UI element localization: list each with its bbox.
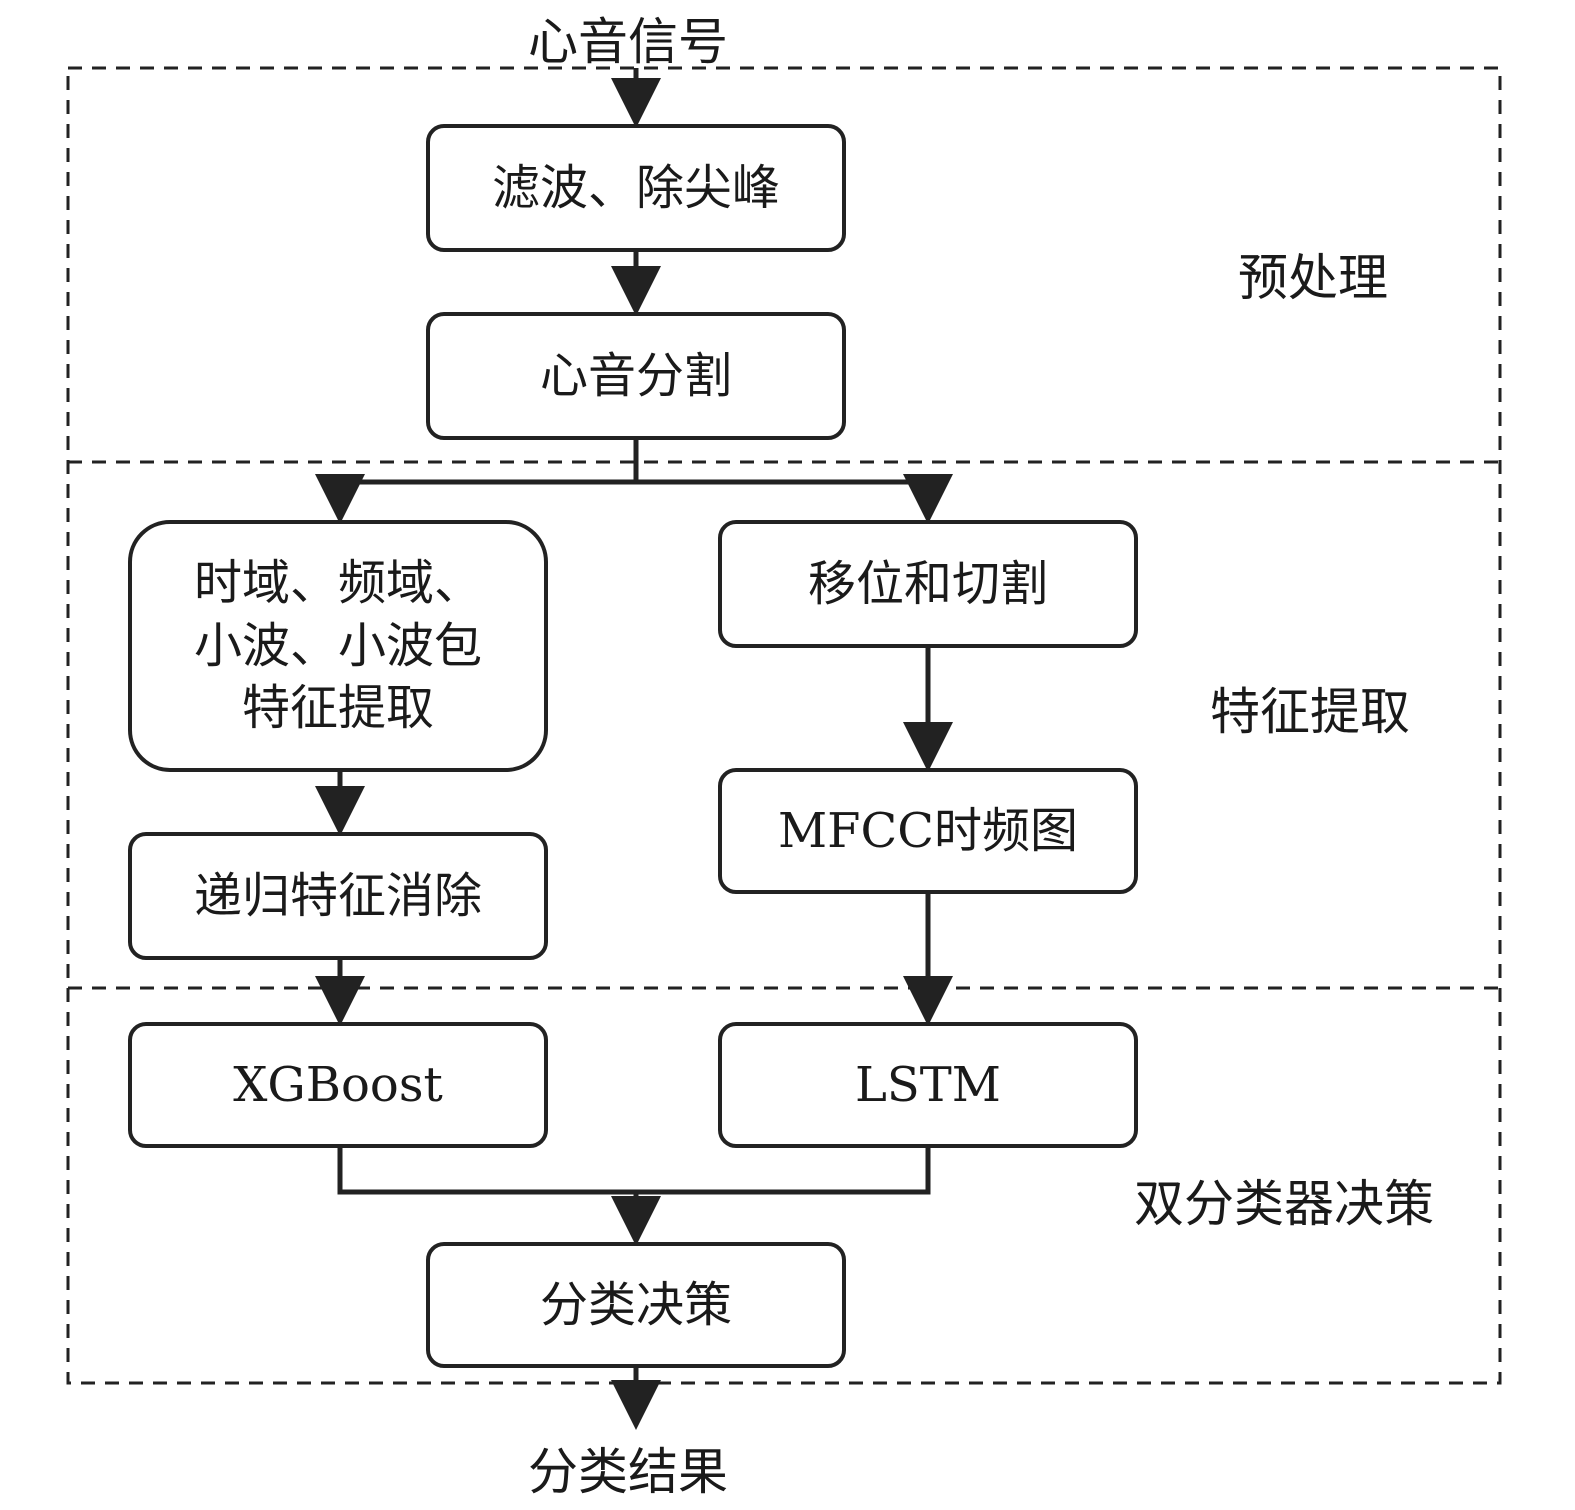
- lstm-node-label: LSTM: [855, 1056, 1001, 1113]
- rfe-node-label: 递归特征消除: [193, 867, 482, 924]
- xgboost-node-label: XGBoost: [233, 1056, 443, 1113]
- split-line-right: [636, 474, 953, 524]
- decide-node-label: 分类决策: [539, 1276, 732, 1333]
- split-line: [315, 438, 639, 524]
- mfcc-node: MFCC时频图: [718, 768, 1138, 894]
- segment-node-label: 心音分割: [539, 347, 732, 404]
- shift-node: 移位和切割: [718, 520, 1138, 648]
- rfe-node: 递归特征消除: [128, 832, 548, 960]
- features-line-1: 时域、频域、: [193, 555, 482, 612]
- connectors: [315, 68, 953, 1430]
- filter-node-label: 滤波、除尖峰: [491, 159, 780, 216]
- segment-node: 心音分割: [426, 312, 846, 440]
- features-line-2: 小波、小波包: [193, 617, 482, 674]
- input-label: 心音信号: [528, 13, 728, 71]
- output-label: 分类结果: [528, 1443, 728, 1501]
- stage-label-preprocess: 预处理: [1238, 249, 1388, 307]
- stage-label-feature: 特征提取: [1210, 683, 1410, 741]
- shift-node-label: 移位和切割: [807, 555, 1048, 612]
- lstm-node: LSTM: [718, 1022, 1138, 1148]
- filter-node: 滤波、除尖峰: [426, 124, 846, 252]
- stage-label-decision: 双分类器决策: [1134, 1175, 1434, 1233]
- features-line-3: 特征提取: [241, 680, 434, 737]
- xgboost-node: XGBoost: [128, 1022, 548, 1148]
- mfcc-node-label: MFCC时频图: [778, 802, 1078, 859]
- merge-line: [337, 1146, 931, 1195]
- stage-frames: [66, 66, 1502, 1385]
- features-node: 时域、频域、 小波、小波包 特征提取: [128, 520, 548, 772]
- outer-dashed-frame: [66, 66, 1502, 1385]
- decide-node: 分类决策: [426, 1242, 846, 1368]
